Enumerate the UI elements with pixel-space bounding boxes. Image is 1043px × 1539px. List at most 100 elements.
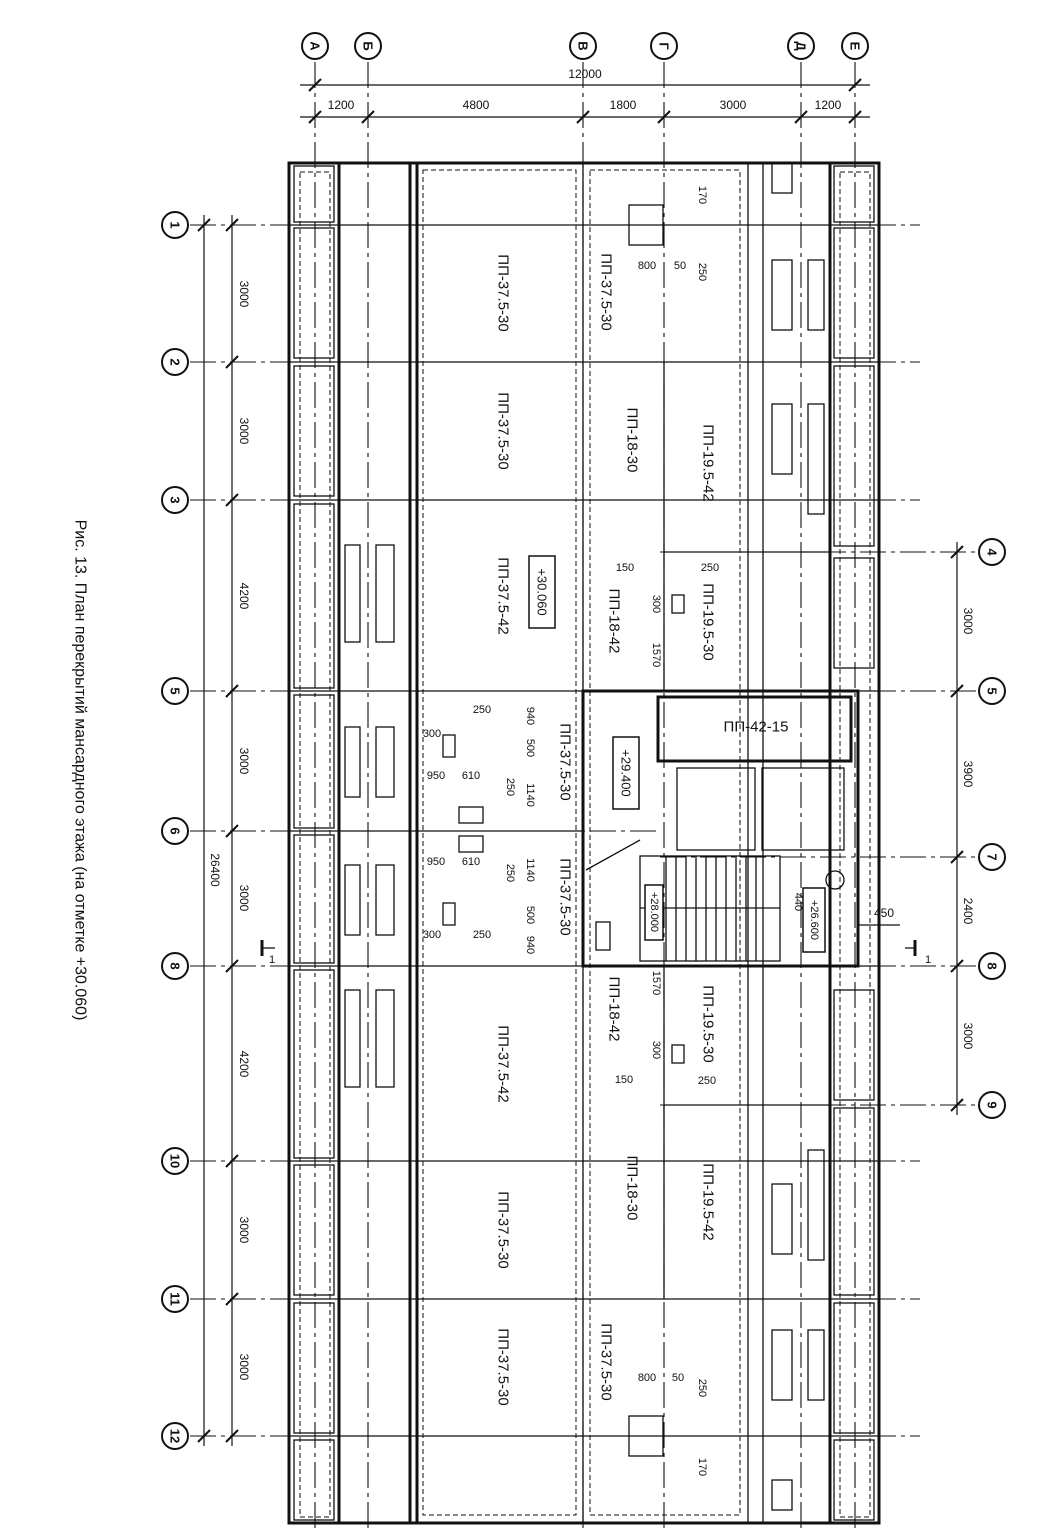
axis-bubble-1: 1 <box>161 211 189 239</box>
svg-text:250: 250 <box>504 864 516 882</box>
svg-text:10: 10 <box>168 1154 183 1168</box>
axis-bubble-a: А <box>301 32 329 60</box>
svg-text:5: 5 <box>985 687 1000 694</box>
svg-text:940: 940 <box>524 936 536 954</box>
plate-label: ПП-37.5-42 <box>495 557 512 634</box>
plate-borders-dashed <box>299 169 871 1518</box>
svg-text:3: 3 <box>168 496 183 503</box>
letter-axis-lines <box>314 62 856 1530</box>
level-29400: +29.400 <box>619 749 634 796</box>
top-dim-3: 1800 <box>610 98 637 112</box>
svg-text:9: 9 <box>985 1101 1000 1108</box>
top-dim-5: 1200 <box>815 98 842 112</box>
axis-bubble-right-7: 7 <box>978 843 1006 871</box>
svg-text:1570: 1570 <box>650 971 662 995</box>
left-overall-dim: 26400 <box>208 853 222 887</box>
svg-text:2400: 2400 <box>961 898 975 925</box>
svg-text:3000: 3000 <box>961 1023 975 1050</box>
axis-bubble-e: Е <box>841 32 869 60</box>
stair-core <box>581 689 860 968</box>
opening-dimensions: 170 800 50 250 800 50 250 170 150 250 30… <box>423 186 804 1476</box>
svg-text:150: 150 <box>616 562 634 574</box>
svg-text:8: 8 <box>168 962 183 969</box>
axis-bubble-12: 12 <box>161 1422 189 1450</box>
svg-text:500: 500 <box>524 906 536 924</box>
svg-text:300: 300 <box>423 728 441 740</box>
axis-bubble-b: Б <box>354 32 382 60</box>
plate-label: ПП-37.5-42 <box>495 1025 512 1102</box>
plate-label: ПП-37.5-30 <box>557 723 574 800</box>
svg-text:12: 12 <box>168 1429 183 1443</box>
left-dimensions: 26400 3000 3000 4200 3000 3000 4200 3000… <box>197 215 251 1446</box>
svg-text:А: А <box>308 41 323 51</box>
plate-label: ПП-18-30 <box>624 408 641 473</box>
axis-bubble-right-9: 9 <box>978 1091 1006 1119</box>
svg-text:950: 950 <box>427 856 445 868</box>
svg-text:250: 250 <box>504 778 516 796</box>
axis-bubble-11: 11 <box>161 1285 189 1313</box>
top-dim-1: 1200 <box>328 98 355 112</box>
axis-bubble-g: Г <box>650 32 678 60</box>
svg-text:250: 250 <box>701 562 719 574</box>
svg-text:300: 300 <box>423 929 441 941</box>
svg-text:Д: Д <box>794 41 809 51</box>
svg-text:8: 8 <box>985 962 1000 969</box>
svg-text:3000: 3000 <box>237 885 251 912</box>
svg-text:250: 250 <box>696 1379 708 1397</box>
svg-text:Б: Б <box>361 41 376 50</box>
number-axis-bubbles-right: 4 5 7 8 9 <box>978 538 1006 1119</box>
svg-text:250: 250 <box>696 263 708 281</box>
top-overall-dim: 12000 <box>568 67 602 81</box>
svg-text:150: 150 <box>615 1074 633 1086</box>
svg-text:3000: 3000 <box>237 748 251 775</box>
plate-label: ПП-37.5-30 <box>495 1328 512 1405</box>
plate-labels: ПП-37.5-30 ПП-37.5-30 ПП-37.5-42 ПП-37.5… <box>495 253 789 1405</box>
svg-text:170: 170 <box>696 1458 708 1476</box>
plate-label: ПП-19.5-42 <box>700 424 717 501</box>
svg-text:3000: 3000 <box>961 608 975 635</box>
svg-text:1: 1 <box>168 221 183 228</box>
top-dim-4: 3000 <box>720 98 747 112</box>
svg-text:3000: 3000 <box>237 281 251 308</box>
svg-text:300: 300 <box>650 1041 662 1059</box>
plate-label: ПП-37.5-30 <box>598 1323 615 1400</box>
letter-axis-bubbles: А Б В Г Д Е <box>301 32 869 60</box>
axis-bubble-d: Д <box>787 32 815 60</box>
svg-text:50: 50 <box>672 1372 684 1384</box>
svg-text:50: 50 <box>674 260 686 272</box>
level-marks: +30.060 +29.400 +28.000 +26.600 <box>528 555 826 953</box>
wall-panels-right <box>833 165 875 1521</box>
svg-text:800: 800 <box>638 1372 656 1384</box>
svg-text:800: 800 <box>638 260 656 272</box>
svg-text:5: 5 <box>168 687 183 694</box>
level-30060: +30.060 <box>535 568 550 615</box>
svg-text:7: 7 <box>985 853 1000 860</box>
svg-text:4: 4 <box>985 548 1000 556</box>
axis-bubble-8: 8 <box>161 952 189 980</box>
plate-label: ПП-18-42 <box>606 977 623 1042</box>
svg-text:500: 500 <box>524 739 536 757</box>
number-axis-bubbles-left: 1 2 3 5 6 8 10 11 12 <box>161 211 189 1450</box>
axis-bubble-v: В <box>569 32 597 60</box>
plate-label: ПП-37.5-30 <box>557 858 574 935</box>
svg-text:Г: Г <box>657 42 672 50</box>
plate-label: ПП-19.5-30 <box>700 583 717 660</box>
plate-label: ПП-42-15 <box>724 719 789 736</box>
svg-text:4200: 4200 <box>237 1051 251 1078</box>
plate-label: ПП-18-42 <box>606 589 623 654</box>
plate-label: ПП-37.5-30 <box>598 253 615 330</box>
svg-text:11: 11 <box>168 1292 183 1306</box>
axis-bubble-right-8: 8 <box>978 952 1006 980</box>
openings <box>344 162 825 1511</box>
svg-text:170: 170 <box>696 186 708 204</box>
top-dim-2: 4800 <box>463 98 490 112</box>
svg-text:250: 250 <box>698 1075 716 1087</box>
svg-text:4200: 4200 <box>237 583 251 610</box>
axis-bubble-2: 2 <box>161 348 189 376</box>
section-mark-left: 1 <box>269 954 275 966</box>
right-extra-dim: 450 <box>874 906 894 920</box>
svg-text:610: 610 <box>462 770 480 782</box>
plate-label: ПП-18-30 <box>624 1156 641 1221</box>
drawing-caption: Рис. 13. План перекрытий мансардного эта… <box>72 520 89 1021</box>
